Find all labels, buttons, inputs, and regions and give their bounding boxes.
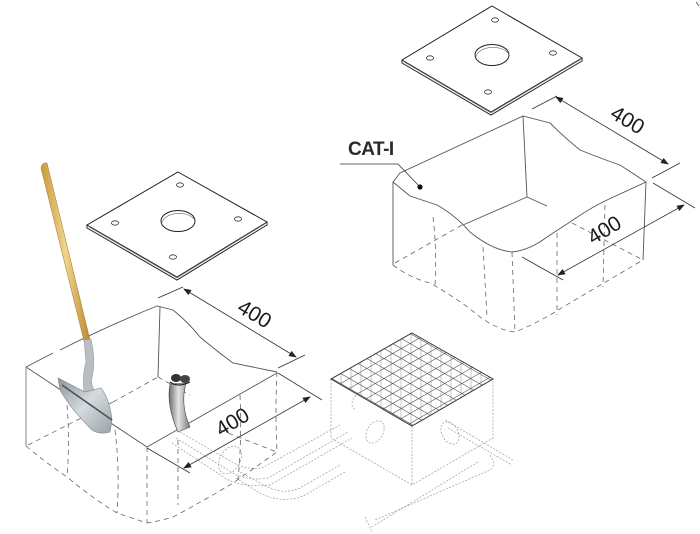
bolt-hole: [491, 17, 499, 23]
bolt-hole: [234, 216, 242, 222]
dimension-upper-right-width: 400: [521, 182, 696, 281]
bolt-hole: [169, 254, 177, 260]
bolt-hole: [426, 55, 434, 61]
center-hole: [160, 210, 196, 232]
cover-plate-lower: [86, 171, 268, 281]
bolt-hole: [549, 50, 557, 56]
dimension-label: 400: [212, 404, 254, 442]
bolt-hole: [484, 89, 492, 95]
junction-box: [329, 332, 495, 486]
grating-hatch: [331, 333, 493, 426]
dimension-label: 400: [233, 296, 275, 334]
cover-plate-upper: [401, 5, 583, 116]
dimension-label: 400: [584, 212, 626, 250]
bolt-hole: [111, 220, 119, 226]
cat-i-label: CAT-I: [348, 139, 394, 160]
dimension-upper-right-length: 400: [531, 95, 681, 179]
bolt-hole: [176, 182, 184, 188]
shovel-icon: [40, 162, 113, 434]
label-leader-line: [340, 163, 421, 188]
label-leader-dot: [417, 184, 423, 190]
conduit-pipes: [171, 419, 514, 533]
dimension-label: 400: [606, 102, 648, 140]
cable-icon: [168, 374, 191, 433]
dimension-lower-left-length: 400: [157, 286, 306, 369]
center-hole: [474, 44, 510, 66]
